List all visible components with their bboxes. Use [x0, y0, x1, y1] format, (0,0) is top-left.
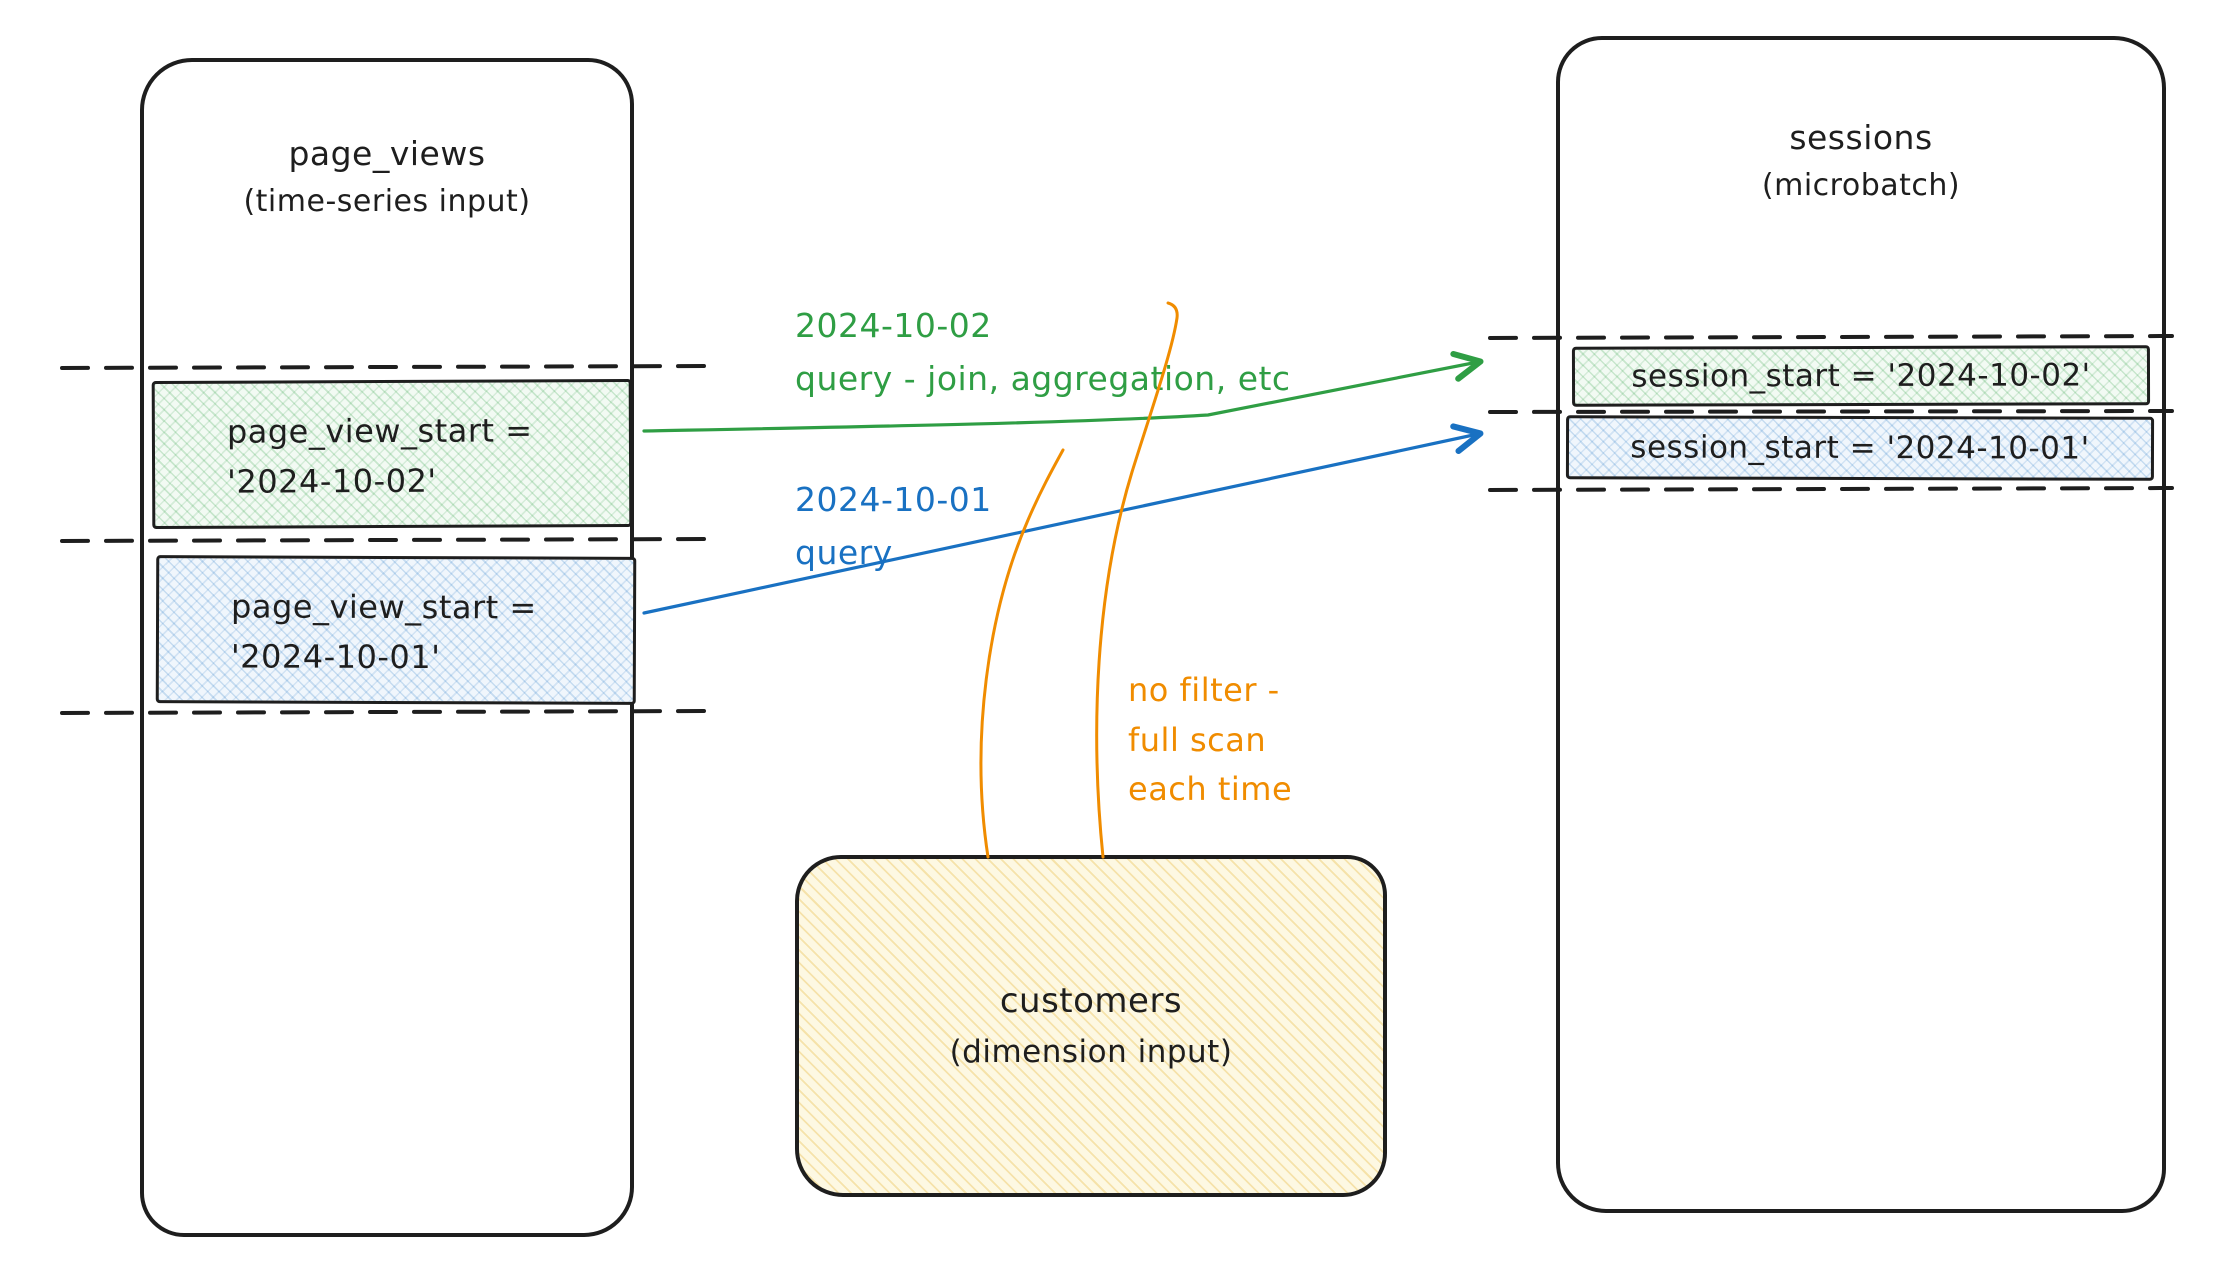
- partition-label: session_start = '2024-10-02': [1631, 357, 2091, 395]
- customers-title: customers: [999, 981, 1183, 1021]
- partition-label-line1: page_view_start =: [226, 411, 533, 451]
- green-query-desc: query - join, aggregation, etc: [795, 358, 1291, 398]
- blue-query-desc: query: [795, 532, 893, 572]
- green-query-annotation: 2024-10-02 query - join, aggregation, et…: [795, 300, 1291, 406]
- sessions-title: sessions: [1789, 118, 1933, 157]
- page-views-subtitle: (time-series input): [243, 184, 531, 220]
- page-views-header: page_views (time-series input): [140, 128, 634, 226]
- blue-query-date: 2024-10-01: [795, 480, 992, 519]
- customers-subtitle: (dimension input): [949, 1034, 1233, 1071]
- sessions-partition-2024-10-01: session_start = '2024-10-01': [1565, 415, 2155, 481]
- orange-full-scan-connector-left: [979, 448, 1065, 859]
- blue-query-annotation: 2024-10-01 query: [795, 474, 992, 580]
- partition-label: session_start = '2024-10-01': [1630, 429, 2090, 467]
- partition-label: page_view_start = '2024-10-01': [159, 558, 633, 683]
- sessions-header: sessions (microbatch): [1556, 112, 2166, 210]
- orange-note-line3: each time: [1128, 770, 1293, 809]
- partition-label-line1: page_view_start =: [231, 587, 537, 627]
- orange-note-line2: full scan: [1128, 720, 1267, 759]
- partition-label: page_view_start = '2024-10-02': [155, 382, 630, 507]
- sessions-table: [1556, 36, 2166, 1213]
- sessions-partition-2024-10-02: session_start = '2024-10-02': [1571, 345, 2151, 407]
- blue-query-arrow: [642, 423, 1484, 615]
- page-views-partition-2024-10-01: page_view_start = '2024-10-01': [155, 555, 637, 705]
- sessions-subtitle: (microbatch): [1761, 168, 1961, 204]
- page-views-partition-2024-10-02: page_view_start = '2024-10-02': [151, 378, 633, 530]
- page-views-title: page_views: [288, 134, 486, 173]
- partition-label-line2: '2024-10-01': [230, 637, 441, 676]
- partition-label-line2: '2024-10-02': [227, 461, 437, 501]
- green-query-date: 2024-10-02: [795, 306, 992, 345]
- orange-note-line1: no filter -: [1128, 671, 1280, 709]
- customers-table: customers (dimension input): [795, 855, 1387, 1197]
- orange-note-annotation: no filter - full scan each time: [1128, 666, 1292, 815]
